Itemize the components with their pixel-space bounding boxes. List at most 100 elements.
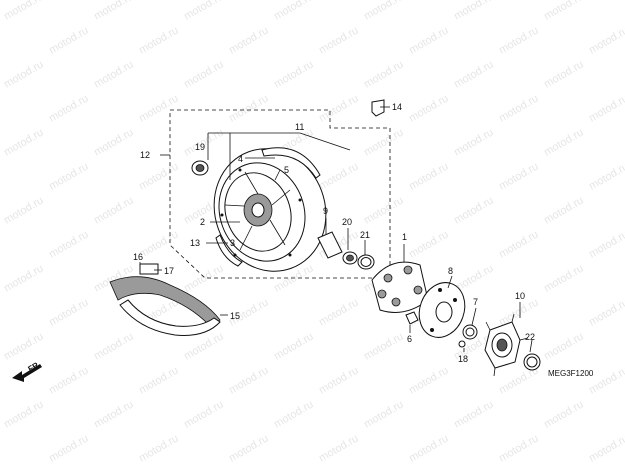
rear-wheel [213, 148, 327, 272]
watermark-text: motod.ru [137, 160, 181, 192]
bearing-left [191, 160, 209, 176]
watermark-text: motod.ru [542, 262, 586, 294]
rim-band-clip [139, 263, 159, 275]
callout-13: 13 [190, 238, 200, 248]
watermark-text: motod.ru [227, 92, 271, 124]
watermark-text: motod.ru [92, 126, 136, 158]
o-ring-22 [523, 353, 541, 371]
callout-7: 7 [473, 297, 478, 307]
watermark-text: motod.ru [182, 262, 226, 294]
callout-16: 16 [133, 252, 143, 262]
callout-1: 1 [402, 232, 407, 242]
callout-8: 8 [448, 266, 453, 276]
watermark-text: motod.ru [317, 364, 361, 396]
callout-5: 5 [284, 165, 289, 175]
watermark-text: motod.ru [47, 228, 91, 260]
watermark-text: motod.ru [317, 92, 361, 124]
watermark-text: motod.ru [317, 432, 361, 464]
nut-6 [405, 311, 419, 325]
watermark-text: motod.ru [497, 296, 541, 328]
callout-2: 2 [200, 217, 205, 227]
watermark-text: motod.ru [452, 398, 496, 430]
callout-3: 3 [230, 238, 235, 248]
watermark-text: motod.ru [92, 330, 136, 362]
watermark-text: motod.ru [407, 92, 451, 124]
watermark-text: motod.ru [497, 160, 541, 192]
valve-cap [371, 99, 385, 117]
callout-12: 12 [140, 150, 150, 160]
watermark-text: motod.ru [362, 0, 406, 23]
watermark-text: motod.ru [587, 160, 625, 192]
bolt-18 [458, 340, 466, 348]
watermark-text: motod.ru [272, 58, 316, 90]
watermark-text: motod.ru [137, 364, 181, 396]
diagram-code: MEG3F1200 [548, 369, 594, 378]
callout-22: 22 [525, 332, 535, 342]
rim-band [109, 276, 221, 336]
watermark-text: motod.ru [452, 58, 496, 90]
watermark-text: motod.ru [362, 58, 406, 90]
watermark-text: motod.ru [497, 24, 541, 56]
dust-seal [357, 254, 375, 270]
watermark-text: motod.ru [227, 432, 271, 464]
watermark-text: motod.ru [182, 0, 226, 23]
assembly-outline [169, 109, 391, 279]
watermark-text: motod.ru [2, 0, 46, 23]
watermark-text: motod.ru [2, 194, 46, 226]
watermark-text: motod.ru [542, 58, 586, 90]
front-direction-arrow: FR. [12, 359, 42, 382]
watermark-text: motod.ru [47, 296, 91, 328]
watermark-text: motod.ru [137, 228, 181, 260]
callout-17: 17 [164, 266, 174, 276]
damper-rubbers [371, 261, 429, 313]
watermark-text: motod.ru [92, 398, 136, 430]
watermark-text: motod.ru [272, 0, 316, 23]
watermark-text: motod.ru [542, 330, 586, 362]
watermark-text: motod.ru [407, 364, 451, 396]
watermark-text: motod.ru [497, 228, 541, 260]
watermark-text: motod.ru [92, 194, 136, 226]
watermark-text: motod.ru [2, 58, 46, 90]
watermark-text: motod.ru [227, 24, 271, 56]
watermark-text: motod.ru [47, 160, 91, 192]
watermark-text: motod.ru [362, 126, 406, 158]
callout-21: 21 [360, 230, 370, 240]
watermark-text: motod.ru [452, 126, 496, 158]
drive-plate [418, 282, 466, 338]
watermark-text: motod.ru [137, 432, 181, 464]
watermark-text: motod.ru [92, 0, 136, 23]
callout-11: 11 [295, 122, 304, 132]
front-label: FR. [27, 359, 43, 373]
watermark-text: motod.ru [137, 92, 181, 124]
watermark-text: motod.ru [92, 58, 136, 90]
callout-9: 9 [323, 206, 328, 216]
watermark-text: motod.ru [362, 330, 406, 362]
watermark-text: motod.ru [407, 24, 451, 56]
watermark-text: motod.ru [227, 364, 271, 396]
watermark-text: motod.ru [47, 364, 91, 396]
watermark-text: motod.ru [2, 126, 46, 158]
callout-20: 20 [342, 217, 352, 227]
watermark-text: motod.ru [542, 126, 586, 158]
watermark-text: motod.ru [317, 160, 361, 192]
watermark-text: motod.ru [272, 398, 316, 430]
watermark-text: motod.ru [47, 432, 91, 464]
watermark-text: motod.ru [272, 330, 316, 362]
watermark-text: motod.ru [542, 0, 586, 23]
watermark-text: motod.ru [452, 0, 496, 23]
watermark-text: motod.ru [317, 24, 361, 56]
watermark-text: motod.ru [182, 58, 226, 90]
callout-19: 19 [195, 142, 205, 152]
watermark-text: motod.ru [2, 262, 46, 294]
watermark-text: motod.ru [362, 398, 406, 430]
distance-collar [317, 231, 343, 259]
driven-flange [484, 313, 529, 377]
watermark-text: motod.ru [2, 330, 46, 362]
watermark-text: motod.ru [497, 92, 541, 124]
watermark-text: motod.ru [407, 432, 451, 464]
watermark-text: motod.ru [362, 194, 406, 226]
callout-18: 18 [458, 354, 468, 364]
watermark-text: motod.ru [452, 194, 496, 226]
watermark-text: motod.ru [587, 432, 625, 464]
